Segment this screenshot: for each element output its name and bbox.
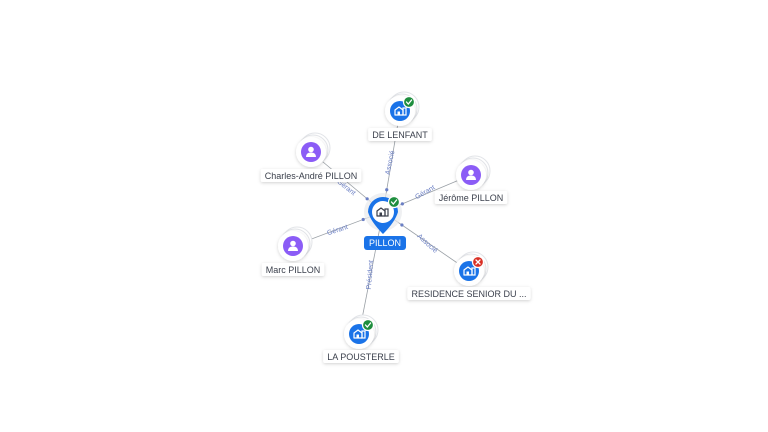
node-label-chip: Marc PILLON — [261, 263, 325, 276]
node-jerome-pillon[interactable]: Jérôme PILLON — [434, 155, 508, 204]
node-marc-pillon[interactable]: Marc PILLON — [261, 226, 325, 276]
edge-label: Gérant — [326, 224, 349, 237]
node-label-chip: DE LENFANT — [368, 128, 432, 141]
active-badge-icon — [387, 195, 401, 209]
center-label-chip: PILLON — [363, 236, 407, 250]
person-icon — [288, 240, 298, 251]
company-icon — [353, 329, 366, 339]
node-label: Charles-André PILLON — [265, 171, 358, 181]
company-icon — [394, 106, 407, 116]
center-node[interactable]: PILLON — [363, 193, 407, 250]
edge-arrow — [365, 197, 369, 201]
node-label: Jérôme PILLON — [439, 193, 504, 203]
company-icon — [463, 266, 476, 276]
node-charles-andre-pillon[interactable]: Charles-André PILLON — [260, 132, 362, 182]
node-residence-senior[interactable]: RESIDENCE SENIOR DU ... — [407, 251, 531, 300]
node-label-chip: RESIDENCE SENIOR DU ... — [407, 287, 531, 300]
edge-label: Gérant — [414, 184, 436, 201]
edge-arrow — [385, 188, 389, 192]
edge-label: Président — [366, 260, 376, 290]
node-label: RESIDENCE SENIOR DU ... — [411, 289, 526, 299]
node-label-chip: Jérôme PILLON — [434, 191, 508, 204]
node-label: Marc PILLON — [266, 265, 321, 275]
company-icon — [376, 207, 389, 217]
node-label-chip: LA POUSTERLE — [323, 350, 399, 363]
active-badge-icon — [361, 318, 375, 332]
inactive-badge-icon — [471, 255, 485, 269]
edge-label: Associé — [385, 150, 397, 176]
node-label: DE LENFANT — [372, 130, 428, 140]
center-disc — [372, 201, 394, 223]
node-de-lenfant[interactable]: DE LENFANT — [368, 91, 432, 141]
node-la-pousterle[interactable]: LA POUSTERLE — [323, 314, 399, 363]
edge-arrow — [400, 202, 404, 206]
edge-arrow — [361, 217, 365, 222]
edge-line — [358, 211, 384, 335]
edge-label: Associé — [416, 233, 439, 255]
person-icon — [466, 169, 476, 180]
active-badge-icon — [402, 95, 416, 109]
edge-arrow — [400, 223, 404, 227]
center-label: PILLON — [369, 238, 401, 248]
node-label: LA POUSTERLE — [327, 352, 395, 362]
person-icon — [306, 146, 316, 157]
node-label-chip: Charles-André PILLON — [260, 169, 362, 182]
